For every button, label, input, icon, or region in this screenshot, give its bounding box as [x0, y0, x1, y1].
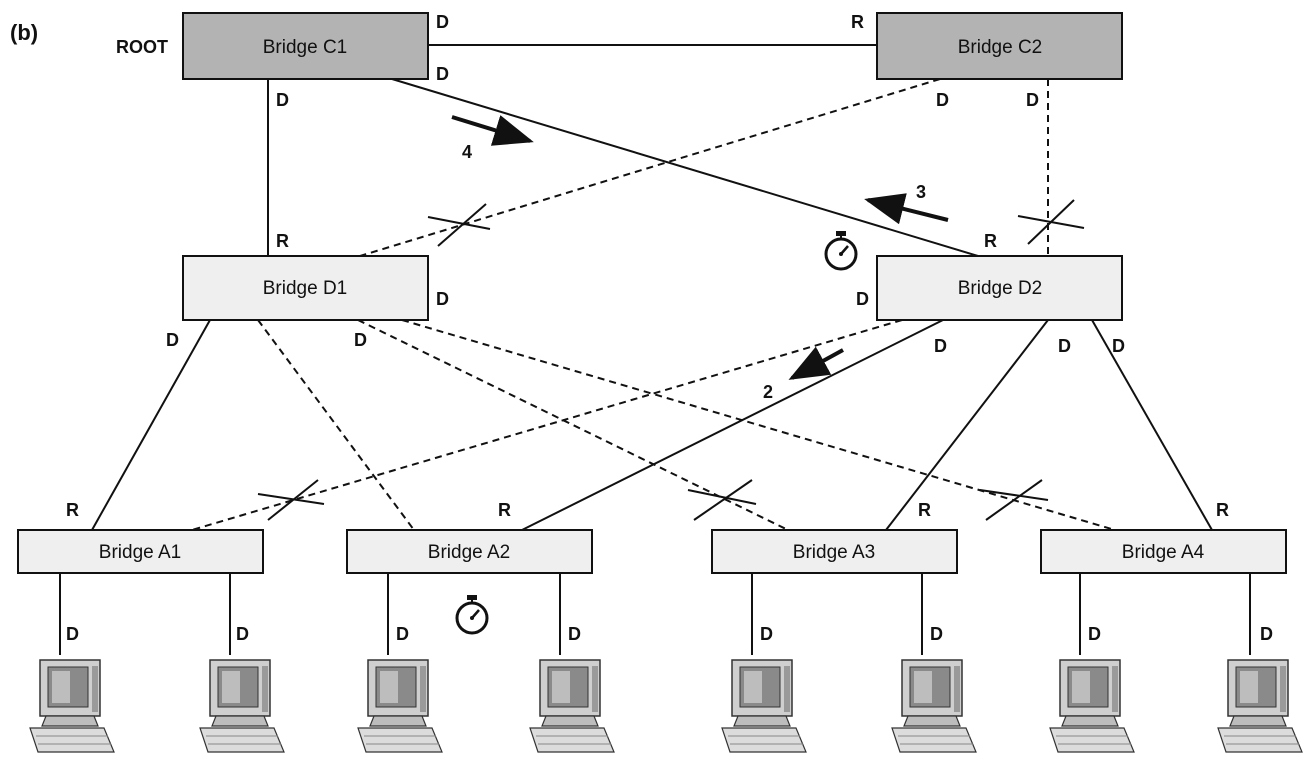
port-label: R	[498, 500, 511, 520]
block-mark	[687, 479, 757, 521]
block-mark	[257, 479, 325, 521]
link-d1-a1	[91, 319, 211, 531]
bridge-c1[interactable]: Bridge C1	[182, 12, 429, 80]
port-label: D	[354, 330, 367, 350]
step-3-label: 3	[916, 182, 926, 202]
link-c1-d2	[391, 78, 979, 257]
bridge-a4[interactable]: Bridge A4	[1040, 529, 1287, 574]
port-label: D	[436, 64, 449, 84]
bridge-a2[interactable]: Bridge A2	[346, 529, 593, 574]
link-d2-a2	[521, 319, 944, 531]
panel-label: (b)	[10, 20, 38, 45]
step-4-label: 4	[462, 142, 472, 162]
stopwatch-icon	[455, 593, 489, 635]
port-label: D	[930, 624, 943, 644]
link-d2-a3	[885, 319, 1049, 531]
port-label: D	[436, 12, 449, 32]
port-label: D	[1058, 336, 1071, 356]
computer-icon	[721, 659, 807, 753]
computer-icon	[1049, 659, 1135, 753]
bridge-c2[interactable]: Bridge C2	[876, 12, 1123, 80]
port-label: R	[276, 231, 289, 251]
block-mark	[1017, 199, 1085, 245]
pc-drops	[59, 573, 1251, 655]
computer-icon	[529, 659, 615, 753]
port-label: D	[934, 336, 947, 356]
computer-icon	[891, 659, 977, 753]
bridge-c1-label: Bridge C1	[263, 37, 348, 58]
port-label: D	[276, 90, 289, 110]
port-label: D	[1026, 90, 1039, 110]
port-label: D	[760, 624, 773, 644]
port-labels: D D D R D D R D D D R D D D D R R R R D …	[66, 12, 1273, 644]
link-c2-d1	[359, 78, 941, 257]
computer-icon	[1217, 659, 1303, 753]
computer-icon	[357, 659, 443, 753]
bridge-a4-label: Bridge A4	[1122, 542, 1205, 563]
port-label: R	[918, 500, 931, 520]
link-d1-a2	[257, 319, 415, 531]
bridge-c2-label: Bridge C2	[958, 37, 1043, 58]
port-label: D	[568, 624, 581, 644]
port-label: D	[396, 624, 409, 644]
computer-icon	[29, 659, 115, 753]
step-2-label: 2	[763, 382, 773, 402]
link-d1-a4	[401, 319, 1116, 531]
port-label: D	[66, 624, 79, 644]
bridge-d1[interactable]: Bridge D1	[182, 255, 429, 321]
port-label: D	[436, 289, 449, 309]
block-marks	[257, 199, 1085, 521]
bridge-a3-label: Bridge A3	[793, 542, 875, 563]
bridge-d1-label: Bridge D1	[263, 278, 348, 299]
block-mark	[979, 479, 1049, 521]
link-d2-a1	[191, 319, 903, 531]
port-label: D	[236, 624, 249, 644]
bridge-a2-label: Bridge A2	[428, 542, 510, 563]
step-arrows	[451, 115, 949, 380]
link-d2-a4	[1091, 319, 1213, 531]
bridge-a1-label: Bridge A1	[99, 542, 181, 563]
stopwatch-icon	[824, 229, 858, 271]
arrow-step-4	[451, 115, 534, 146]
port-label: R	[851, 12, 864, 32]
bridge-d2[interactable]: Bridge D2	[876, 255, 1123, 321]
block-mark	[427, 203, 491, 247]
arrow-step-3	[864, 193, 949, 225]
port-label: R	[1216, 500, 1229, 520]
links-solid	[91, 44, 1213, 531]
port-label: D	[166, 330, 179, 350]
root-label: ROOT	[116, 37, 168, 57]
port-label: R	[984, 231, 997, 251]
port-label: D	[856, 289, 869, 309]
port-label: D	[1112, 336, 1125, 356]
bridge-a1[interactable]: Bridge A1	[17, 529, 264, 574]
port-label: D	[1260, 624, 1273, 644]
arrow-step-2	[788, 346, 844, 380]
port-label: D	[936, 90, 949, 110]
port-label: D	[1088, 624, 1101, 644]
computers	[29, 659, 1303, 753]
port-label: R	[66, 500, 79, 520]
bridge-a3[interactable]: Bridge A3	[711, 529, 958, 574]
bridge-d2-label: Bridge D2	[958, 278, 1043, 299]
computer-icon	[199, 659, 285, 753]
